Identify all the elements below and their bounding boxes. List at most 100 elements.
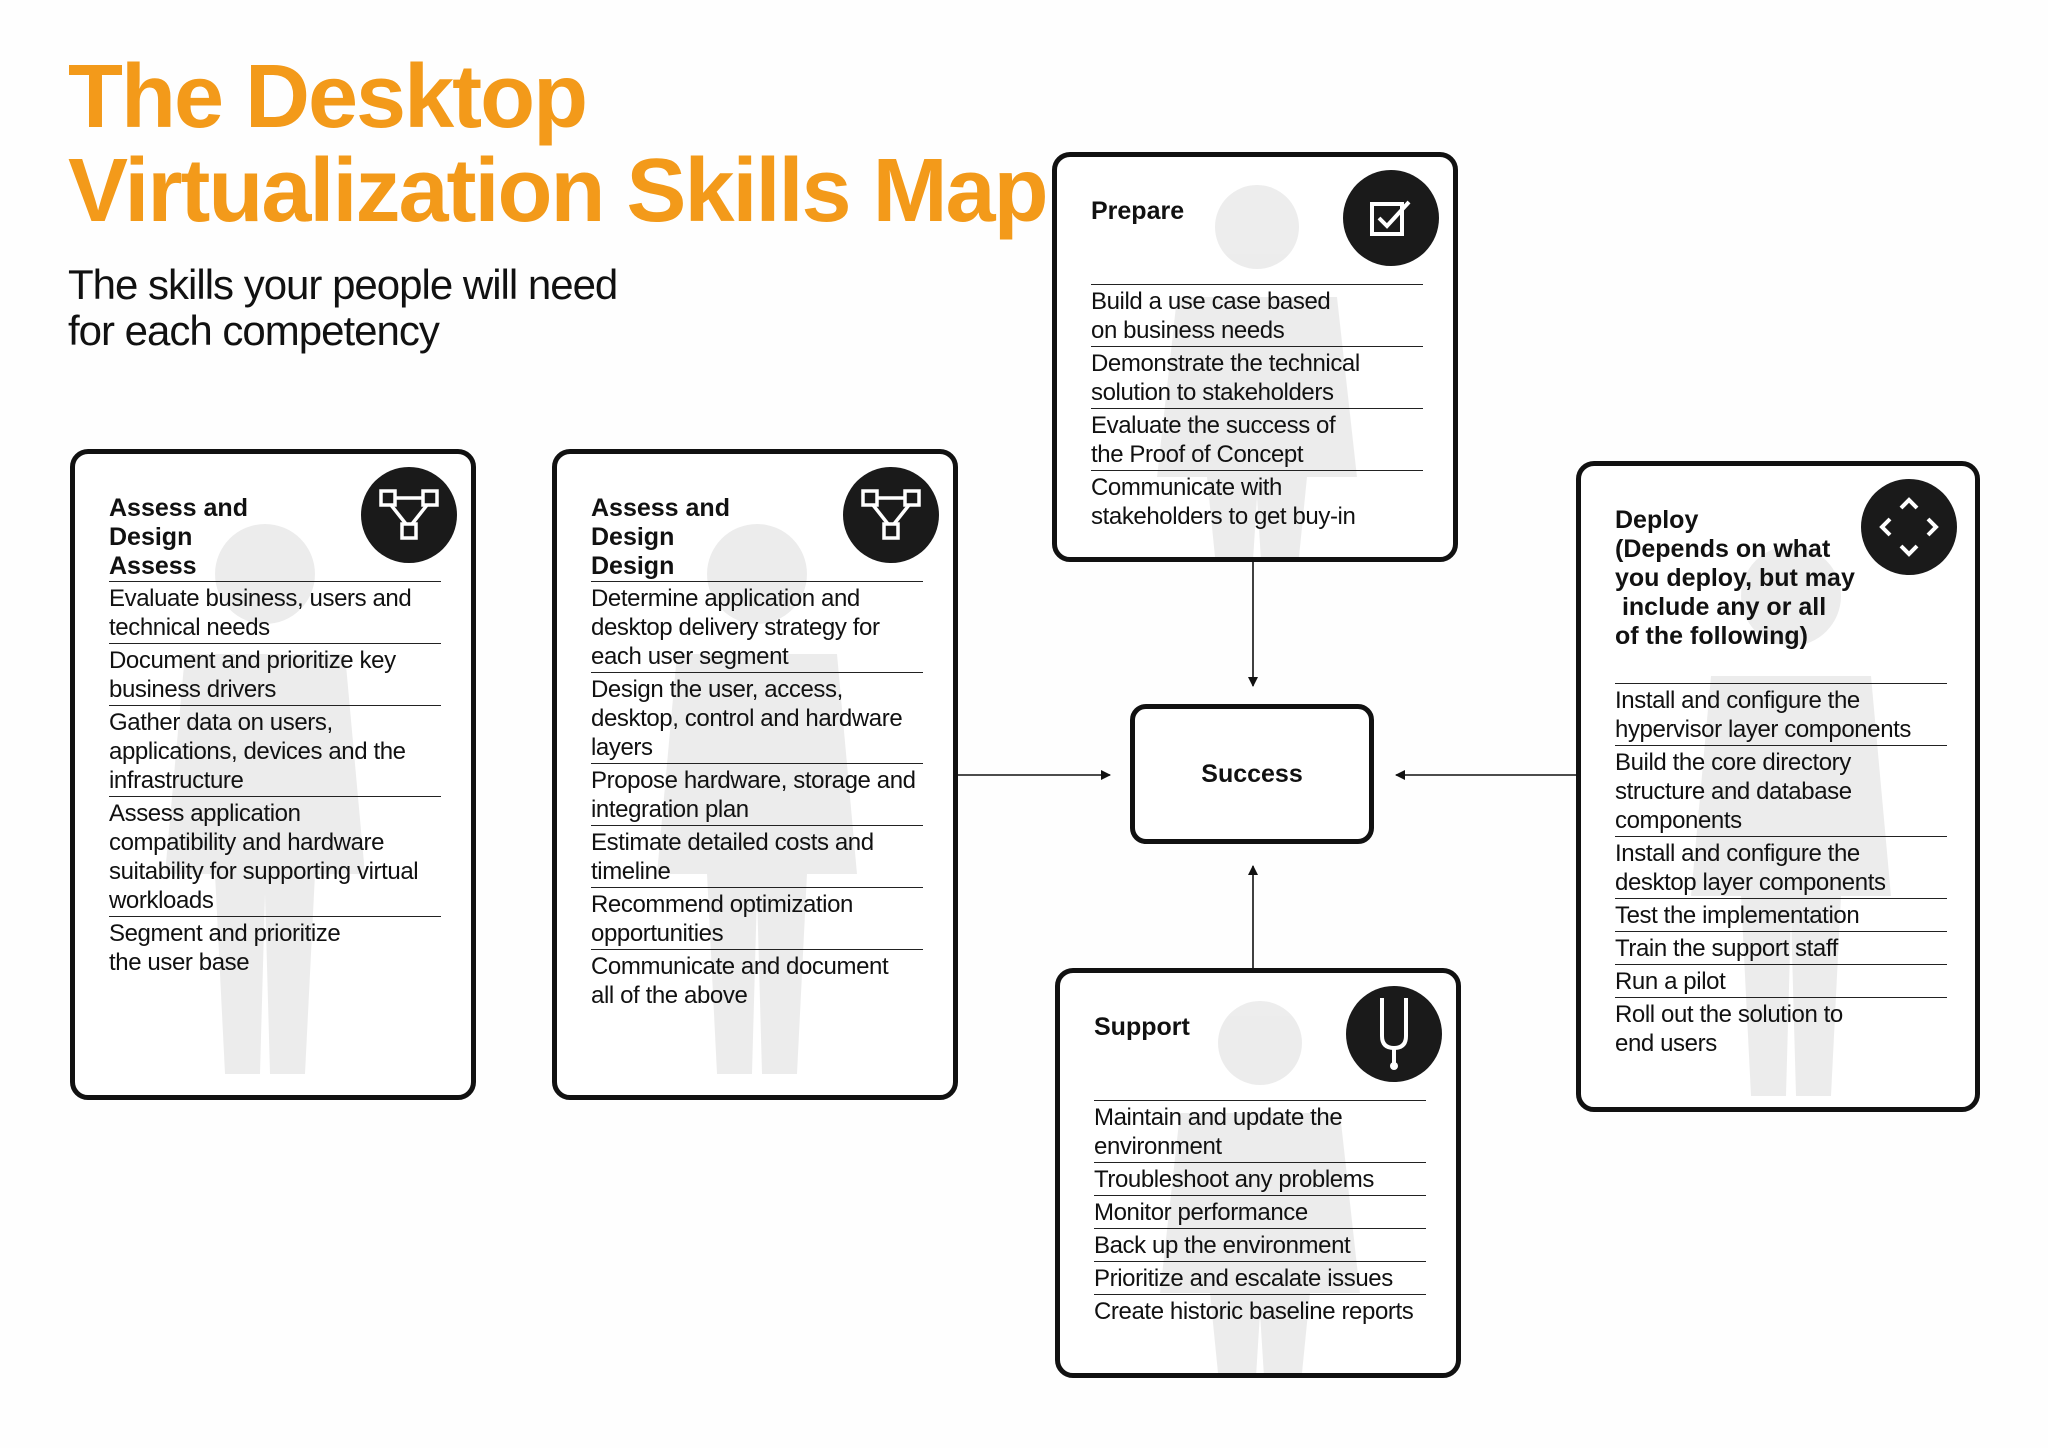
- skill-line: Monitor performance: [1094, 1199, 1308, 1226]
- skill-line: structure and database: [1615, 778, 1852, 805]
- skill-item: Prioritize and escalate issues: [1094, 1261, 1426, 1294]
- skill-line: components: [1615, 807, 1742, 834]
- skill-line: Run a pilot: [1615, 968, 1726, 995]
- skills-list: Determine application and desktop delive…: [591, 581, 923, 1011]
- expand-arrows-icon-glyph: [1879, 497, 1939, 557]
- skill-line: Communicate and document: [591, 953, 889, 980]
- skill-item: Test the implementation: [1615, 898, 1947, 931]
- tuning-fork-icon: [1346, 986, 1442, 1082]
- heading-line: (Depends on what: [1615, 535, 1831, 563]
- heading-line: Prepare: [1091, 197, 1185, 225]
- skill-line: Document and prioritize key: [109, 647, 396, 674]
- skill-line: layers: [591, 734, 653, 761]
- skill-line: Evaluate the success of: [1091, 412, 1336, 439]
- skill-line: solution to stakeholders: [1091, 379, 1334, 406]
- skill-item: Evaluate business, users and technical n…: [109, 581, 441, 643]
- card-heading: Deploy (Depends on what you deploy, but …: [1615, 506, 1855, 651]
- flowchart-icon-glyph: [861, 489, 921, 540]
- skill-line: Propose hardware, storage and: [591, 767, 916, 794]
- skill-line: Create historic baseline reports: [1094, 1298, 1414, 1325]
- skills-list: Build a use case based on business needs…: [1091, 284, 1423, 532]
- heading-line: Support: [1094, 1013, 1190, 1041]
- skill-item: Monitor performance: [1094, 1195, 1426, 1228]
- skill-item: Assess application compatibility and har…: [109, 796, 441, 916]
- subtitle-line: for each competency: [68, 307, 440, 354]
- card-support: Support Maintain and update the environm…: [1055, 968, 1461, 1378]
- flowchart-icon-glyph: [379, 489, 439, 540]
- skill-line: Recommend optimization: [591, 891, 853, 918]
- card-design: Assess and Design Design Determine appli…: [552, 449, 958, 1100]
- skill-item: Create historic baseline reports: [1094, 1294, 1426, 1327]
- card-heading: Assess and Design Design: [591, 494, 801, 581]
- skill-item: Install and configure the hypervisor lay…: [1615, 683, 1947, 745]
- skill-item: Evaluate the success of the Proof of Con…: [1091, 408, 1423, 470]
- skill-item: Train the support staff: [1615, 931, 1947, 964]
- heading-line: of the following): [1615, 622, 1809, 650]
- subtitle-line: The skills your people will need: [68, 261, 618, 308]
- skill-line: timeline: [591, 858, 671, 885]
- skill-line: desktop layer components: [1615, 869, 1886, 896]
- skills-list: Maintain and update the environment Trou…: [1094, 1100, 1426, 1327]
- skill-item: Troubleshoot any problems: [1094, 1162, 1426, 1195]
- skill-line: workloads: [109, 887, 214, 914]
- checkbox-icon: [1343, 170, 1439, 266]
- skill-line: Segment and prioritize: [109, 920, 341, 947]
- skill-line: Install and configure the: [1615, 840, 1860, 867]
- skill-line: on business needs: [1091, 317, 1285, 344]
- skill-line: each user segment: [591, 643, 789, 670]
- skill-item: Run a pilot: [1615, 964, 1947, 997]
- skill-line: Train the support staff: [1615, 935, 1838, 962]
- skill-line: Assess application: [109, 800, 301, 827]
- skill-item: Back up the environment: [1094, 1228, 1426, 1261]
- skill-line: all of the above: [591, 982, 748, 1009]
- skill-line: Prioritize and escalate issues: [1094, 1265, 1393, 1292]
- card-prepare: Prepare Build a use case based on busine…: [1052, 152, 1458, 562]
- skill-item: Estimate detailed costs and timeline: [591, 825, 923, 887]
- skill-line: the user base: [109, 949, 250, 976]
- skill-item: Determine application and desktop delive…: [591, 581, 923, 672]
- skill-item: Design the user, access, desktop, contro…: [591, 672, 923, 763]
- skill-item: Propose hardware, storage and integratio…: [591, 763, 923, 825]
- heading-line: Assess and Design: [109, 494, 248, 551]
- flowchart-icon: [361, 467, 457, 563]
- success-label: Success: [1201, 759, 1303, 788]
- skill-line: Troubleshoot any problems: [1094, 1166, 1374, 1193]
- skill-line: Build the core directory: [1615, 749, 1851, 776]
- skill-item: Gather data on users, applications, devi…: [109, 705, 441, 796]
- skill-line: Maintain and update the: [1094, 1104, 1343, 1131]
- skill-line: end users: [1615, 1030, 1717, 1057]
- skill-line: integration plan: [591, 796, 749, 823]
- skills-list: Install and configure the hypervisor lay…: [1615, 683, 1947, 1059]
- card-heading: Support: [1094, 1013, 1304, 1042]
- heading-line: Deploy: [1615, 506, 1699, 534]
- heading-line: Design: [591, 552, 675, 580]
- skill-line: applications, devices and the: [109, 738, 406, 765]
- checkbox-icon-glyph: [1370, 200, 1411, 236]
- title-line: The Desktop: [68, 47, 588, 147]
- card-deploy: Deploy (Depends on what you deploy, but …: [1576, 461, 1980, 1112]
- skill-line: the Proof of Concept: [1091, 441, 1304, 468]
- card-heading: Assess and Design Assess: [109, 494, 319, 581]
- skill-item: Build the core directory structure and d…: [1615, 745, 1947, 836]
- page-title: The Desktop Virtualization Skills Map: [68, 47, 1049, 238]
- skill-line: desktop, control and hardware: [591, 705, 903, 732]
- skill-line: Communicate with: [1091, 474, 1283, 501]
- tuning-fork-icon-glyph: [1380, 998, 1408, 1070]
- skill-line: Estimate detailed costs and: [591, 829, 874, 856]
- skill-line: Back up the environment: [1094, 1232, 1351, 1259]
- skill-line: technical needs: [109, 614, 270, 641]
- skill-item: Build a use case based on business needs: [1091, 284, 1423, 346]
- skill-item: Roll out the solution to end users: [1615, 997, 1947, 1059]
- heading-line: include any or all: [1615, 593, 1827, 621]
- skill-item: Document and prioritize key business dri…: [109, 643, 441, 705]
- skill-item: Recommend optimization opportunities: [591, 887, 923, 949]
- success-box: Success: [1130, 704, 1374, 844]
- page-subtitle: The skills your people will need for eac…: [68, 261, 618, 354]
- skill-line: business drivers: [109, 676, 277, 703]
- skill-line: desktop delivery strategy for: [591, 614, 880, 641]
- skill-line: Install and configure the: [1615, 687, 1860, 714]
- skill-line: compatibility and hardware: [109, 829, 385, 856]
- heading-line: Assess and Design: [591, 494, 730, 551]
- heading-line: Assess: [109, 552, 197, 580]
